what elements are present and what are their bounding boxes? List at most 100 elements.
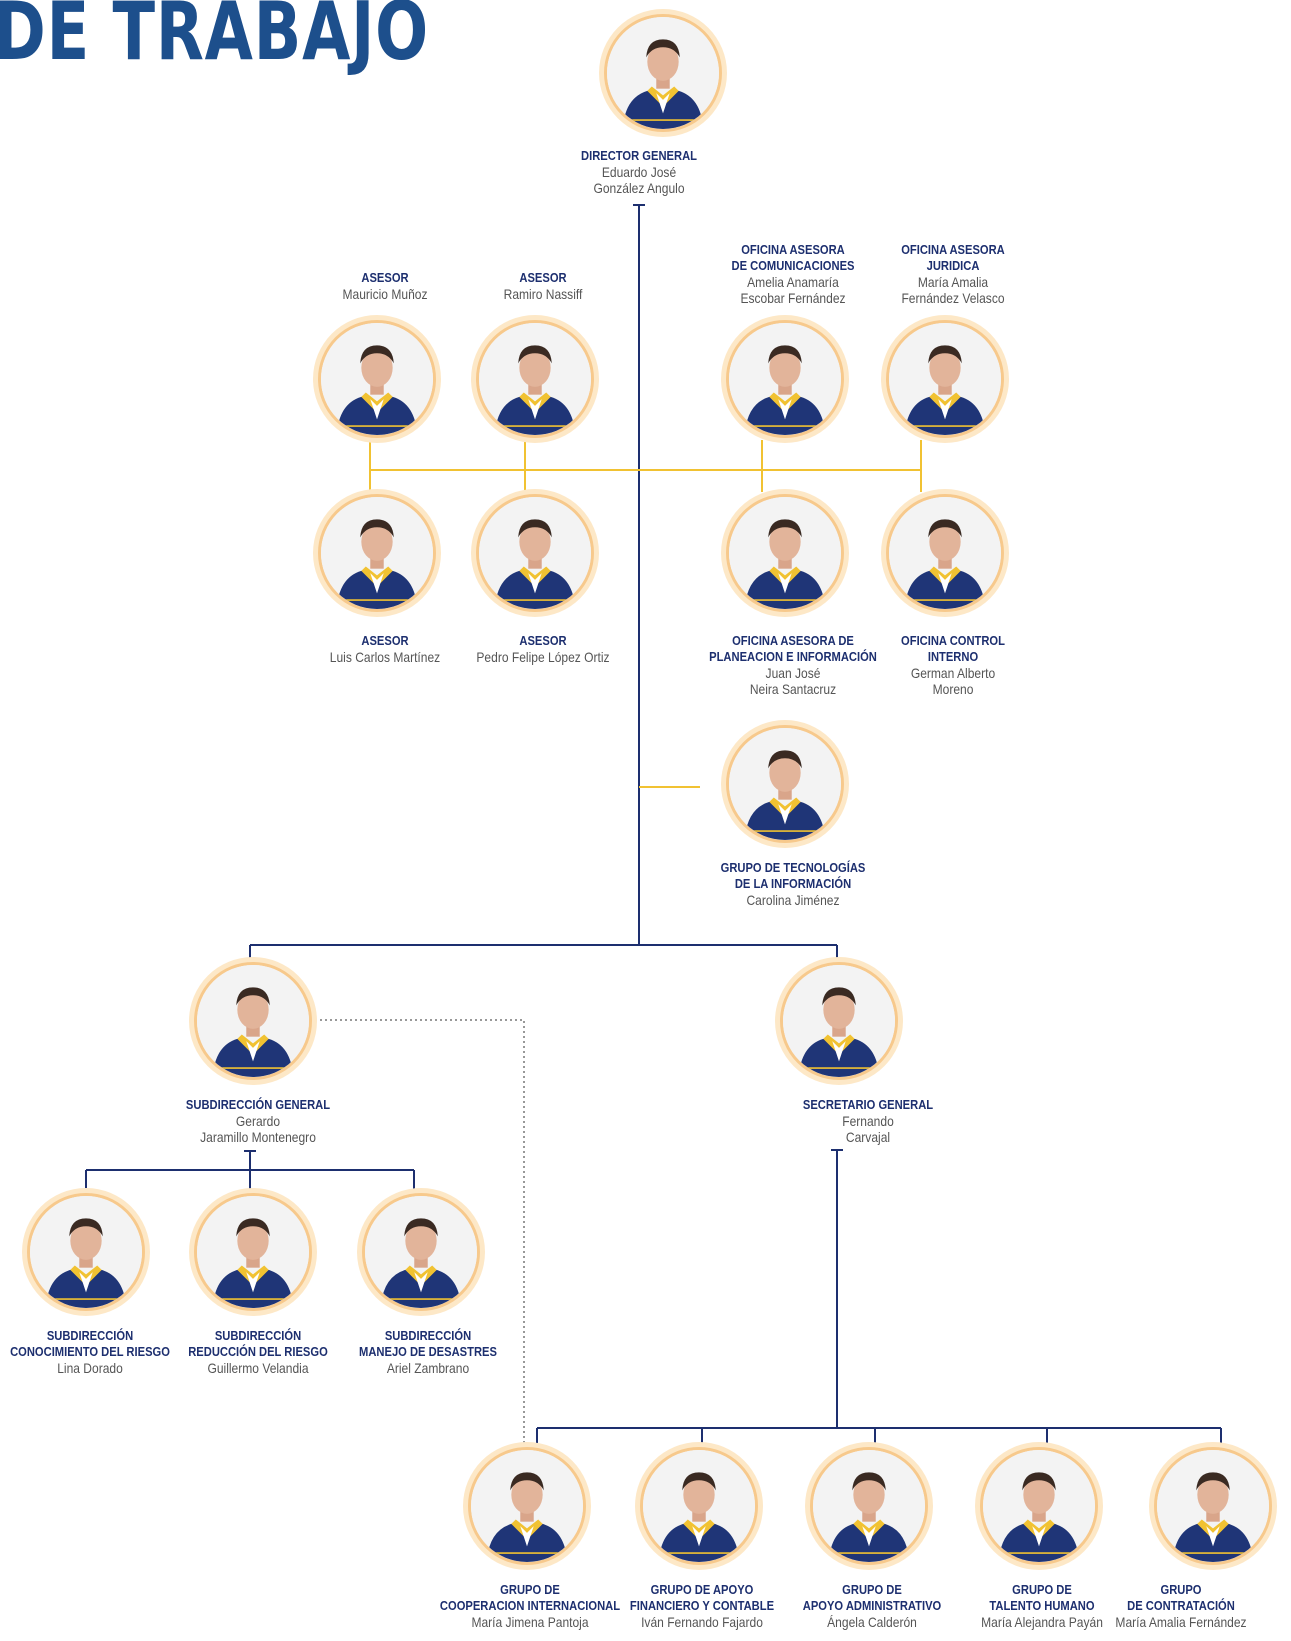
director-photo bbox=[604, 14, 722, 132]
person-name: Iván Fernando Fajardo bbox=[641, 1614, 763, 1630]
role-title: ASESOR bbox=[361, 270, 409, 285]
role-title: SECRETARIO GENERAL bbox=[802, 1097, 934, 1112]
person-portrait-icon bbox=[321, 323, 433, 435]
person-portrait-icon bbox=[365, 1196, 477, 1308]
person-portrait-icon bbox=[197, 1196, 309, 1308]
person-name: Lina Dorado bbox=[57, 1360, 123, 1376]
person-portrait-icon bbox=[729, 728, 841, 840]
talento-photo bbox=[980, 1447, 1098, 1565]
role-title: ASESOR bbox=[519, 633, 567, 648]
asesor-martinez-label: ASESOR Luis Carlos Martínez bbox=[290, 633, 479, 665]
person-portrait-icon bbox=[321, 497, 433, 609]
role-title: OFICINA ASESORA DE PLANEACION E INFORMAC… bbox=[709, 633, 877, 664]
person-name: Fernando Carvajal bbox=[842, 1113, 894, 1145]
person-portrait-icon bbox=[813, 1450, 925, 1562]
person-portrait-icon bbox=[983, 1450, 1095, 1562]
conocimiento-photo bbox=[27, 1193, 145, 1311]
role-title: DIRECTOR GENERAL bbox=[581, 148, 697, 163]
person-portrait-icon bbox=[889, 323, 1001, 435]
person-name: German Alberto Moreno bbox=[910, 665, 996, 697]
subdireccion-photo bbox=[194, 962, 312, 1080]
comunicaciones-label: OFICINA ASESORA DE COMUNICACIONES Amelia… bbox=[698, 242, 887, 306]
role-title: OFICINA ASESORA DE COMUNICACIONES bbox=[731, 242, 855, 273]
tecnologias-label: GRUPO DE TECNOLOGÍAS DE LA INFORMACIÓN C… bbox=[698, 860, 887, 908]
person-name: María Amalia Fernández Velasco bbox=[901, 274, 1005, 306]
person-portrait-icon bbox=[643, 1450, 755, 1562]
asesor-munoz-label: ASESOR Mauricio Muñoz bbox=[290, 270, 479, 302]
reduccion-photo bbox=[194, 1193, 312, 1311]
financiero-label: GRUPO DE APOYO FINANCIERO Y CONTABLE Ivá… bbox=[607, 1582, 796, 1630]
secretario-photo bbox=[780, 962, 898, 1080]
reduccion-label: SUBDIRECCIÓN REDUCCIÓN DEL RIESGO Guille… bbox=[163, 1328, 352, 1376]
cooperacion-label: GRUPO DE COOPERACION INTERNACIONAL María… bbox=[435, 1582, 624, 1630]
control-label: OFICINA CONTROL INTERNO German Alberto M… bbox=[858, 633, 1047, 697]
role-title: GRUPO DE TECNOLOGÍAS DE LA INFORMACIÓN bbox=[720, 860, 866, 891]
asesor-nassiff-photo bbox=[476, 320, 594, 438]
person-portrait-icon bbox=[729, 323, 841, 435]
person-name: María Jimena Pantoja bbox=[471, 1614, 589, 1630]
person-portrait-icon bbox=[30, 1196, 142, 1308]
comunicaciones-photo bbox=[726, 320, 844, 438]
tecnologias-photo bbox=[726, 725, 844, 843]
contratacion-label: GRUPO DE CONTRATACIÓN María Amalia Ferná… bbox=[1086, 1582, 1275, 1630]
person-name: Eduardo José González Angulo bbox=[593, 164, 685, 196]
person-name: Juan José Neira Santacruz bbox=[749, 665, 837, 697]
person-portrait-icon bbox=[729, 497, 841, 609]
secretario-label: SECRETARIO GENERAL Fernando Carvajal bbox=[773, 1097, 962, 1145]
role-title: SUBDIRECCIÓN CONOCIMIENTO DEL RIESGO bbox=[10, 1328, 170, 1359]
contratacion-photo bbox=[1154, 1447, 1272, 1565]
juridica-label: OFICINA ASESORA JURIDICA María Amalia Fe… bbox=[858, 242, 1047, 306]
person-portrait-icon bbox=[479, 497, 591, 609]
role-title: GRUPO DE COOPERACION INTERNACIONAL bbox=[439, 1582, 621, 1613]
person-name: Luis Carlos Martínez bbox=[329, 649, 441, 665]
conocimiento-label: SUBDIRECCIÓN CONOCIMIENTO DEL RIESGO Lin… bbox=[0, 1328, 185, 1376]
person-portrait-icon bbox=[783, 965, 895, 1077]
juridica-photo bbox=[886, 320, 1004, 438]
role-title: GRUPO DE CONTRATACIÓN bbox=[1127, 1582, 1235, 1613]
planeacion-photo bbox=[726, 494, 844, 612]
person-name: Gerardo Jaramillo Montenegro bbox=[200, 1113, 316, 1145]
person-name: Ramiro Nassiff bbox=[503, 286, 583, 302]
role-title: ASESOR bbox=[361, 633, 409, 648]
asesor-lopez-photo bbox=[476, 494, 594, 612]
asesor-nassiff-label: ASESOR Ramiro Nassiff bbox=[448, 270, 637, 302]
subdireccion-label: SUBDIRECCIÓN GENERAL Gerardo Jaramillo M… bbox=[163, 1097, 352, 1145]
role-title: GRUPO DE APOYO FINANCIERO Y CONTABLE bbox=[629, 1582, 775, 1613]
role-title: ASESOR bbox=[519, 270, 567, 285]
cooperacion-photo bbox=[468, 1447, 586, 1565]
role-title: SUBDIRECCIÓN GENERAL bbox=[185, 1097, 331, 1112]
financiero-photo bbox=[640, 1447, 758, 1565]
talento-label: GRUPO DE TALENTO HUMANO María Alejandra … bbox=[947, 1582, 1136, 1630]
person-portrait-icon bbox=[889, 497, 1001, 609]
role-title: OFICINA ASESORA JURIDICA bbox=[901, 242, 1005, 273]
person-name: Amelia Anamaría Escobar Fernández bbox=[740, 274, 846, 306]
manejo-photo bbox=[362, 1193, 480, 1311]
person-name: Carolina Jiménez bbox=[746, 892, 840, 908]
role-title: SUBDIRECCIÓN MANEJO DE DESASTRES bbox=[359, 1328, 497, 1359]
person-portrait-icon bbox=[1157, 1450, 1269, 1562]
person-name: Pedro Felipe López Ortiz bbox=[476, 649, 610, 665]
planeacion-label: OFICINA ASESORA DE PLANEACION E INFORMAC… bbox=[698, 633, 887, 697]
person-portrait-icon bbox=[607, 17, 719, 129]
person-name: María Alejandra Payán bbox=[981, 1614, 1103, 1630]
asesor-lopez-label: ASESOR Pedro Felipe López Ortiz bbox=[448, 633, 637, 665]
role-title: OFICINA CONTROL INTERNO bbox=[901, 633, 1005, 664]
role-title: GRUPO DE APOYO ADMINISTRATIVO bbox=[802, 1582, 942, 1613]
person-name: Mauricio Muñoz bbox=[342, 286, 428, 302]
administrativo-photo bbox=[810, 1447, 928, 1565]
person-portrait-icon bbox=[479, 323, 591, 435]
role-title: GRUPO DE TALENTO HUMANO bbox=[989, 1582, 1095, 1613]
page-title: DE TRABAJO bbox=[0, 0, 429, 78]
person-name: Guillermo Velandia bbox=[207, 1360, 309, 1376]
person-portrait-icon bbox=[471, 1450, 583, 1562]
person-portrait-icon bbox=[197, 965, 309, 1077]
person-name: Ángela Calderón bbox=[827, 1614, 917, 1630]
asesor-munoz-photo bbox=[318, 320, 436, 438]
manejo-label: SUBDIRECCIÓN MANEJO DE DESASTRES Ariel Z… bbox=[333, 1328, 522, 1376]
control-photo bbox=[886, 494, 1004, 612]
director-label: DIRECTOR GENERAL Eduardo José González A… bbox=[544, 148, 733, 196]
person-name: María Amalia Fernández bbox=[1115, 1614, 1247, 1630]
asesor-martinez-photo bbox=[318, 494, 436, 612]
role-title: SUBDIRECCIÓN REDUCCIÓN DEL RIESGO bbox=[188, 1328, 328, 1359]
